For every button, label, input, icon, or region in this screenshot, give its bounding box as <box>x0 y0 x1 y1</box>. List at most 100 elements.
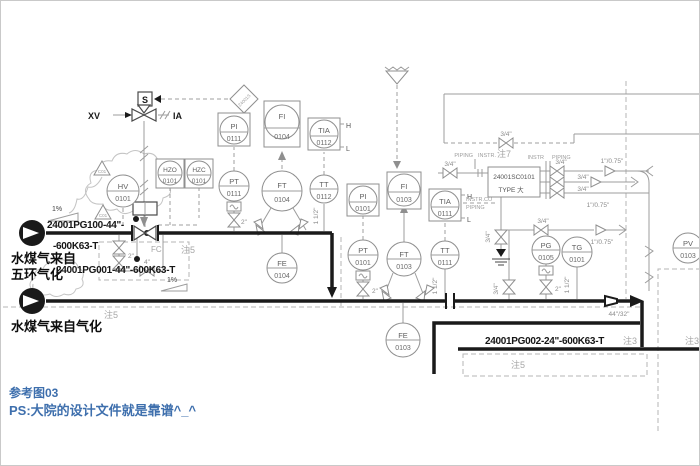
flow-arrow-down <box>327 287 337 298</box>
slope-mark <box>47 212 188 292</box>
size-2in: 2" <box>241 219 248 226</box>
sqrt-extractor-icon <box>226 201 554 281</box>
control-box-type: TYPE 大 <box>498 185 524 194</box>
instrument-pg-0105: PG 0105 <box>531 235 561 265</box>
size-3-4in: 3/4" <box>537 218 549 225</box>
pipe-tag-line1-b: -600K63-T <box>53 241 98 252</box>
instrument-tag: TIA <box>318 126 330 135</box>
instrument-tag: TG <box>572 243 583 252</box>
instrument-number: 0103 <box>396 264 412 271</box>
instrument-tag: PI <box>230 122 237 131</box>
instrument-tag: TT <box>440 246 450 255</box>
instrument-number: 0103 <box>396 197 412 204</box>
junction-dot <box>133 216 139 222</box>
instrument-tag: TIA <box>439 197 451 206</box>
instrument-tag: HZC <box>192 167 206 174</box>
note-7: 注7 <box>497 148 511 159</box>
boundary-piping-label: PIPING <box>454 153 473 159</box>
instrument-hv-0101: HV 0101 <box>106 174 140 208</box>
instrument-number: 0103 <box>395 345 411 352</box>
valve-icon-vertical <box>111 212 554 297</box>
three-way-valve-icon <box>131 108 146 122</box>
instrument-tag: FT <box>399 250 409 259</box>
signal-arrow-left <box>154 95 161 103</box>
alarm-high-label: H <box>346 123 351 130</box>
instrument-fe-0103: FE 0103 <box>385 322 421 358</box>
instrument-tt-0112: TT 0112 <box>309 174 339 204</box>
instrument-number: 0112 <box>316 140 331 147</box>
alarm-high-label: H <box>467 194 472 201</box>
alarm-low-label: L <box>467 217 471 224</box>
instrument-number: 0111 <box>438 260 453 267</box>
interlock-triangle-icon <box>93 159 112 220</box>
instrument-ft-0103: FT 0103 <box>386 241 422 277</box>
triangle-label: C01 <box>99 213 108 218</box>
pipe-reducer-44-32 <box>604 294 618 308</box>
diagram-labels: S XV IA 24001S C01 C01 FC 24001PG100-44"… <box>9 93 699 418</box>
size-1-075in: 1"/0.75" <box>591 239 614 246</box>
size-2in: 2" <box>555 286 562 293</box>
size-1-5in: 1 1/2" <box>564 276 571 293</box>
instrument-tt-0111: TT 0111 <box>430 240 460 270</box>
control-box-tag: 24001SC0101 <box>493 174 535 181</box>
instrument-hzc-0101: HZC 0101 <box>184 158 214 189</box>
instrument-number: 0101 <box>355 206 371 213</box>
instrument-tg-0101: TG 0101 <box>561 236 593 268</box>
instrument-pi-0111: PI 0111 <box>217 112 251 147</box>
size-1-075in: 1"/0.75" <box>601 158 624 165</box>
size-2in: 2" <box>128 253 135 260</box>
size-1-5in: 1 1/2" <box>432 277 439 294</box>
boundary-instr-label: INSTR. <box>478 153 497 159</box>
instrument-number: 0112 <box>316 194 331 201</box>
size-1-5in: 1 1/2" <box>313 207 320 224</box>
size-4in: 4" <box>144 259 151 266</box>
instrument-pi-0101: PI 0101 <box>346 183 380 217</box>
instrument-fe-0104: FE 0104 <box>266 252 298 284</box>
instrument-tag: FI <box>279 112 286 121</box>
instrument-tia-0111: TIA 0111 H L <box>428 188 472 224</box>
ps-comment-label: PS:大院的设计文件就是靠谱^_^ <box>9 403 196 418</box>
instrument-number: 0105 <box>538 255 554 262</box>
instrument-tia-0112: TIA 0112 H L <box>307 117 351 153</box>
boundary-piping-label: PIPING <box>552 155 571 161</box>
instrument-tag: TT <box>319 180 329 189</box>
instrument-number: 0111 <box>227 191 242 198</box>
continuation-arrows <box>618 165 654 236</box>
pipe-tag-line2: 24001PG001-44"-600K63-T <box>56 265 175 276</box>
feed-inlet-symbol-1 <box>19 220 45 246</box>
solenoid-label: S <box>142 95 148 105</box>
feed-inlet-symbol-2 <box>19 288 45 314</box>
scope-boundary-lines <box>3 81 699 433</box>
instrument-pt-0111: PT 0111 <box>218 170 250 202</box>
drain-to-grade-icon <box>492 249 510 266</box>
main-pipe-3-branch <box>432 321 640 374</box>
fail-close-label: FC <box>151 245 162 254</box>
pipe-tag-line1-a: 24001PG100-44"- <box>47 220 124 231</box>
boundary-piping-label: PIPING <box>466 205 485 211</box>
vent-funnel-icon <box>384 66 410 85</box>
instrument-tag: FI <box>401 182 408 191</box>
valve-icon <box>139 137 565 277</box>
boundary-instr-label: INSTR <box>528 155 545 161</box>
note-5: 注5 <box>181 244 195 255</box>
feed1-source-line1: 水煤气来自 <box>11 251 76 266</box>
instrument-fi-0103: FI 0103 <box>386 171 422 210</box>
instrument-tag: FT <box>277 181 287 190</box>
feed1-source-line2: 五环气化 <box>11 267 63 282</box>
instrument-tag: PT <box>358 246 368 255</box>
size-3-4in: 3/4" <box>577 174 589 181</box>
flow-arrow-right <box>630 295 644 307</box>
feed2-source: 水煤气来自气化 <box>11 319 102 334</box>
instrument-number: 0101 <box>163 178 178 185</box>
instrument-tag: PG <box>541 241 552 250</box>
instrument-number: 0101 <box>569 257 585 264</box>
triangle-label: C01 <box>98 169 107 174</box>
junction-dot <box>134 256 140 262</box>
size-3-4in: 3/4" <box>577 186 589 193</box>
air-connector-icon <box>477 169 483 177</box>
instrument-number: 0111 <box>438 211 453 218</box>
size-3-4in: 3/4" <box>485 231 492 243</box>
instrument-number: 0104 <box>274 134 290 141</box>
